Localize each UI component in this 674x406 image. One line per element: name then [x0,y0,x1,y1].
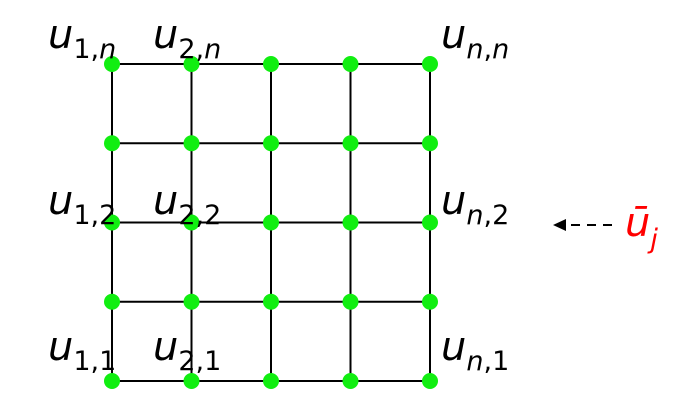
grid-node [183,56,200,72]
grid-node [183,214,200,231]
grid-node [422,135,438,152]
dashed-left-arrow-icon [553,219,612,231]
label-u-2-2: u2,2 [153,178,221,231]
grid-node [422,373,438,389]
label-u-1-1: u1,1 [48,324,116,377]
grid-node [183,293,200,310]
grid-node [263,135,279,152]
grid-node [183,135,200,152]
label-u-n-n: un,n [441,12,509,65]
grid-node [263,214,279,231]
grid-node [183,373,200,389]
grid-node [104,56,120,72]
grid-node [342,373,359,389]
grid-node [104,214,120,231]
grid-node [263,56,279,72]
grid-node [104,293,120,310]
grid-node [342,56,359,72]
grid-node [104,135,120,152]
grid-node [422,56,438,72]
grid-node [263,293,279,310]
label-u-2-n: u2,n [153,12,221,65]
label-u-n-2: un,2 [441,178,509,231]
grid-node [263,373,279,389]
label-u-2-1: u2,1 [153,324,221,377]
label-u-1-2: u1,2 [48,178,116,231]
grid-node [422,214,438,231]
label-u-n-1: un,1 [441,324,509,377]
row-vector-label: ūj [625,200,658,255]
grid-node [342,293,359,310]
grid-node [342,135,359,152]
grid-node [104,373,120,389]
grid-nodes [104,56,438,389]
grid-node [422,293,438,310]
label-u-1-n: u1,n [48,12,116,65]
grid-node [342,214,359,231]
